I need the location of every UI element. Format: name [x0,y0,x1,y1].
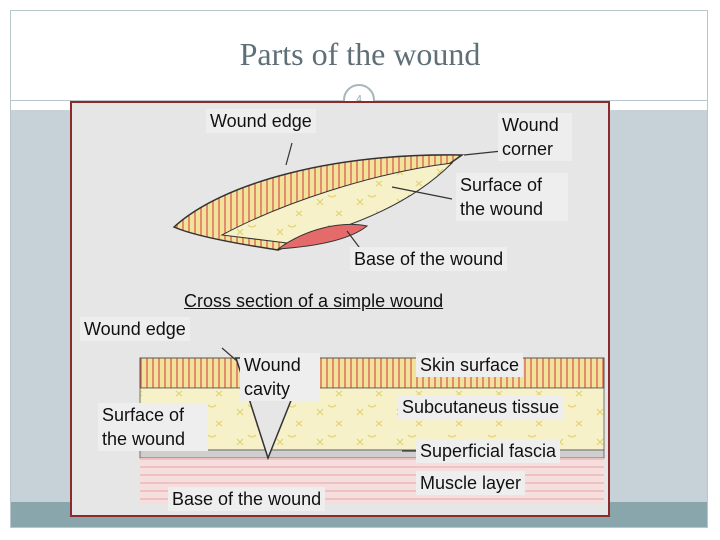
label-wound-corner-line2: corner [502,139,554,159]
label-muscle: Muscle layer [416,471,526,495]
label-wound-cavity: Wound cavity [240,353,320,401]
label-surface-top-line1: Surface of [460,175,543,195]
cross-section-heading: Cross section of a simple wound [184,291,444,311]
slide-title: Parts of the wound [239,36,481,72]
label-wound-cavity-line2: cavity [244,379,291,399]
wound-illustration: Wound edge Wound corner Surface of the w… [70,101,610,517]
label-wound-edge-cross: Wound edge [80,317,190,341]
label-wound-corner-line1: Wound [502,115,559,135]
label-wound-corner: Wound corner [498,113,572,161]
label-base-top: Base of the wound [350,247,508,271]
label-subcutaneous: Subcutaneus tissue [398,395,564,419]
label-surface-top: Surface of the wound [456,173,568,221]
label-wound-cavity-line1: Wound [244,355,301,375]
label-fascia: Superficial fascia [416,439,561,463]
label-base-cross: Base of the wound [168,487,326,511]
cross-section-skin [139,357,605,389]
label-wound-edge-top: Wound edge [206,109,316,133]
wound-base [276,223,369,250]
label-surface-cross-line2: the wound [102,429,186,449]
label-surface-cross: Surface of the wound [98,403,208,451]
label-skin-surface: Skin surface [416,353,524,377]
label-surface-top-line2: the wound [460,199,544,219]
slide-frame [10,10,708,528]
label-surface-cross-line1: Surface of [102,405,185,425]
